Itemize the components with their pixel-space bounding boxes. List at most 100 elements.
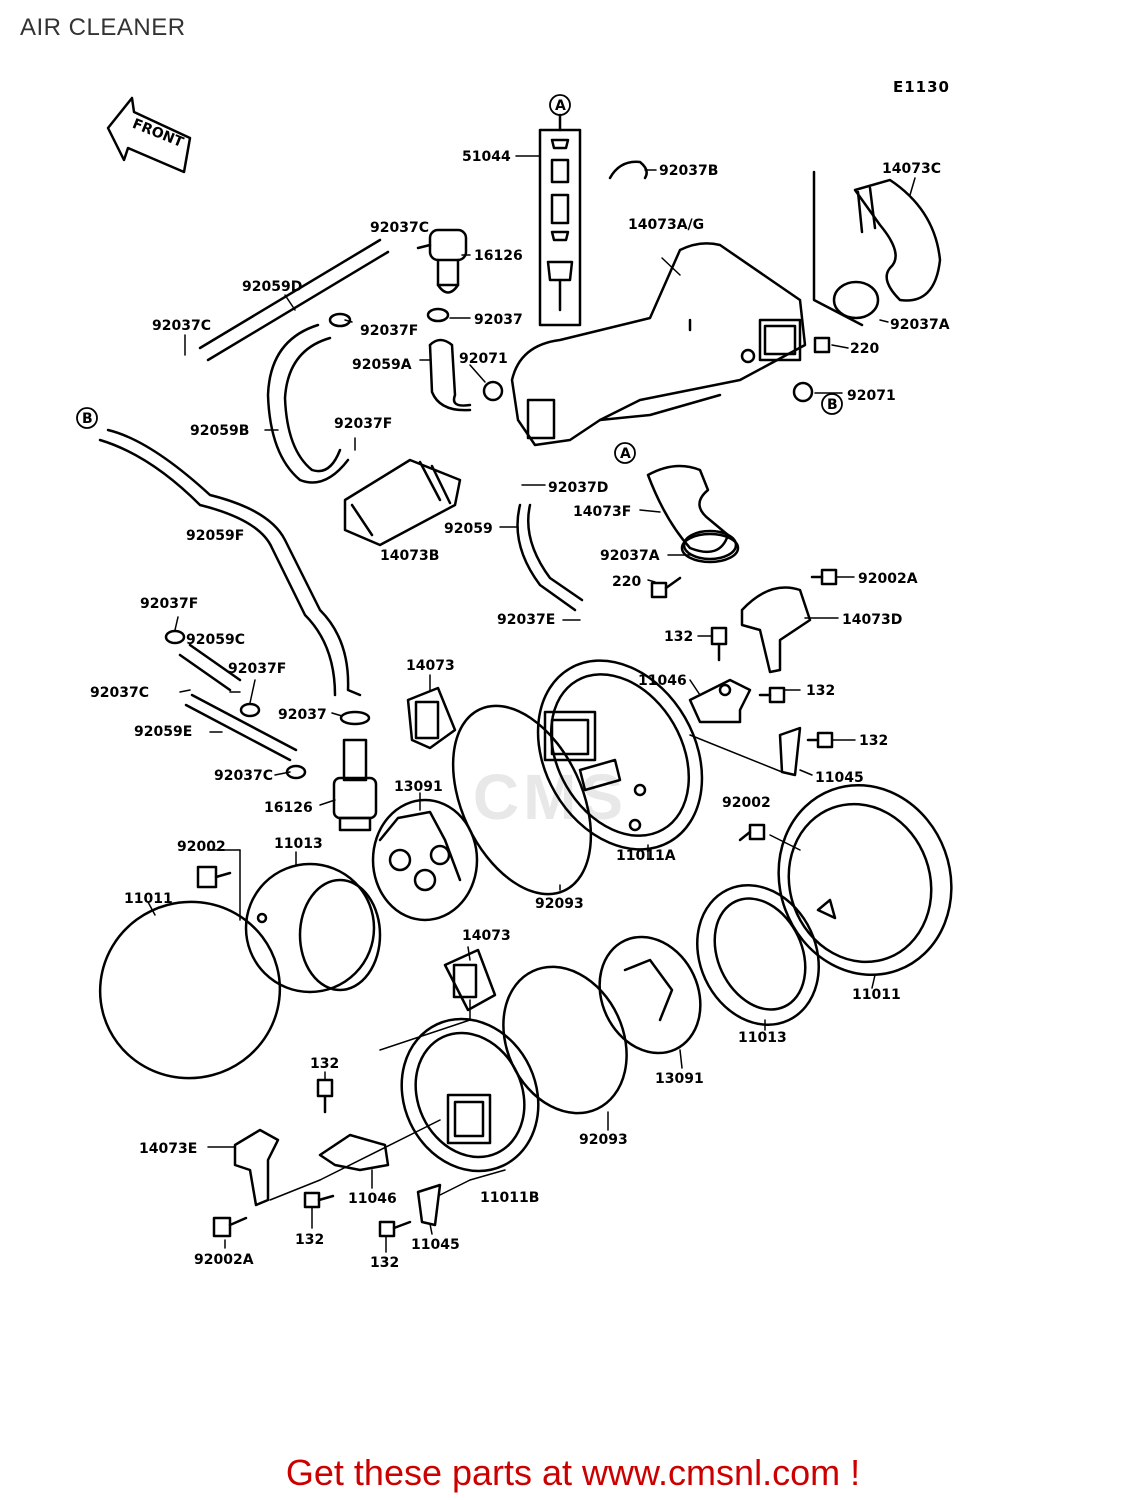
ref-letter-a-2: A <box>620 446 631 462</box>
ref-circle-b-hose <box>76 407 98 429</box>
label-92037-a: 92037 <box>474 312 523 328</box>
gasket-14073-top <box>406 686 457 750</box>
elbow-14073f <box>646 464 738 561</box>
label-92059a: 92059A <box>352 357 412 373</box>
label-220-a: 220 <box>850 341 879 357</box>
label-13091-a: 13091 <box>394 779 443 795</box>
bracket-11045-top <box>778 726 802 777</box>
footer-link[interactable]: Get these parts at www.cmsnl.com ! <box>285 1452 861 1493</box>
label-14073d: 14073D <box>842 612 902 628</box>
label-14073c: 14073C <box>882 161 941 177</box>
gasket-92093-bottom <box>502 965 628 1115</box>
front-arrow <box>106 96 192 174</box>
label-92059b: 92059B <box>190 423 249 439</box>
bolt-92002-left <box>196 865 232 889</box>
label-92059c: 92059C <box>186 632 245 648</box>
grommet-92071-left <box>482 380 504 402</box>
valve-16126-bottom <box>332 738 378 832</box>
label-11011-b: 11011 <box>852 987 901 1003</box>
label-51044: 51044 <box>462 149 511 165</box>
label-92037b: 92037B <box>659 163 718 179</box>
hose-92059 <box>516 503 584 612</box>
label-132-a: 132 <box>664 629 693 645</box>
label-14073-a: 14073 <box>406 658 455 674</box>
gasket-14073-bottom <box>443 948 497 1012</box>
label-132-d: 132 <box>310 1056 339 1072</box>
label-13091-b: 13091 <box>655 1071 704 1087</box>
label-92037c-c: 92037C <box>90 685 149 701</box>
page-title: AIR CLEANER <box>20 14 186 41</box>
part-51044-stack <box>538 113 582 327</box>
hose-92059b <box>266 323 350 484</box>
label-92002-b: 92002 <box>177 839 226 855</box>
leader-lines <box>147 155 916 1253</box>
grommet-92071-right <box>792 381 814 403</box>
ref-letter-b-2: B <box>827 397 838 413</box>
label-92059f: 92059F <box>186 528 244 544</box>
label-16126-b: 16126 <box>264 800 313 816</box>
label-92059d: 92059D <box>242 279 302 295</box>
hose-92059e <box>184 693 298 762</box>
element-11013-left <box>244 862 382 994</box>
label-92037-b: 92037 <box>278 707 327 723</box>
ref-letter-b-1: B <box>82 411 93 427</box>
label-92037f-b: 92037F <box>334 416 392 432</box>
bracket-11046-bottom <box>318 1133 390 1172</box>
label-92093-b: 92093 <box>579 1132 628 1148</box>
label-92037f-a: 92037F <box>360 323 418 339</box>
bolt-132-set <box>212 336 838 1238</box>
diagram-code: E1130 <box>893 78 950 96</box>
filter-13091-right <box>598 935 702 1055</box>
front-label: FRONT <box>130 116 186 151</box>
label-92071-b: 92071 <box>847 388 896 404</box>
hose-92059d <box>198 238 390 362</box>
cover-11011-right <box>777 783 953 977</box>
label-92037c-b: 92037C <box>152 318 211 334</box>
label-14073-b: 14073 <box>462 928 511 944</box>
bracket-14073e <box>233 1128 280 1207</box>
label-16126-a: 16126 <box>474 248 523 264</box>
label-132-b: 132 <box>806 683 835 699</box>
label-14073b: 14073B <box>380 548 439 564</box>
label-92071-a: 92071 <box>459 351 508 367</box>
label-14073ag: 14073A/G <box>628 217 704 233</box>
label-92037c-d: 92037C <box>214 768 273 784</box>
clip-92037b <box>608 160 648 180</box>
filter-13091-top <box>371 798 479 922</box>
element-11013-right <box>696 884 820 1026</box>
label-11045-b: 11045 <box>411 1237 460 1253</box>
label-92059: 92059 <box>444 521 493 537</box>
bracket-11046-top <box>688 678 752 724</box>
label-92037f-c: 92037F <box>140 596 198 612</box>
duct-14073b <box>343 458 462 547</box>
label-92037a-b: 92037A <box>600 548 660 564</box>
cover-11011-left <box>98 900 282 1080</box>
bracket-11045-bottom <box>416 1183 442 1227</box>
label-11011a: 11011A <box>616 848 676 864</box>
label-92037d: 92037D <box>548 480 608 496</box>
label-92002a-a: 92002A <box>858 571 918 587</box>
ref-circle-a-housing <box>614 442 636 464</box>
label-14073f: 14073F <box>573 504 631 520</box>
ref-circle-b-grommet <box>821 393 843 415</box>
label-132-c: 132 <box>859 733 888 749</box>
label-92002-a: 92002 <box>722 795 771 811</box>
label-11013-a: 11013 <box>274 836 323 852</box>
label-11011b: 11011B <box>480 1190 539 1206</box>
label-11046-a: 11046 <box>638 673 687 689</box>
hose-92059a <box>428 338 472 412</box>
label-11046-b: 11046 <box>348 1191 397 1207</box>
label-11045-a: 11045 <box>815 770 864 786</box>
parts-diagram: A A B B FRONT E1130 51044 92037B 14073C … <box>76 78 953 1271</box>
label-132-e: 132 <box>295 1232 324 1248</box>
base-11011a <box>536 659 704 851</box>
bracket-14073d <box>740 586 812 674</box>
clamps <box>164 307 740 780</box>
label-92059e: 92059E <box>134 724 192 740</box>
label-11011-a: 11011 <box>124 891 173 907</box>
label-14073e: 14073E <box>139 1141 197 1157</box>
label-132-f: 132 <box>370 1255 399 1271</box>
label-92093-a: 92093 <box>535 896 584 912</box>
label-92037a-a: 92037A <box>890 317 950 333</box>
ref-circle-a-top <box>549 94 571 116</box>
